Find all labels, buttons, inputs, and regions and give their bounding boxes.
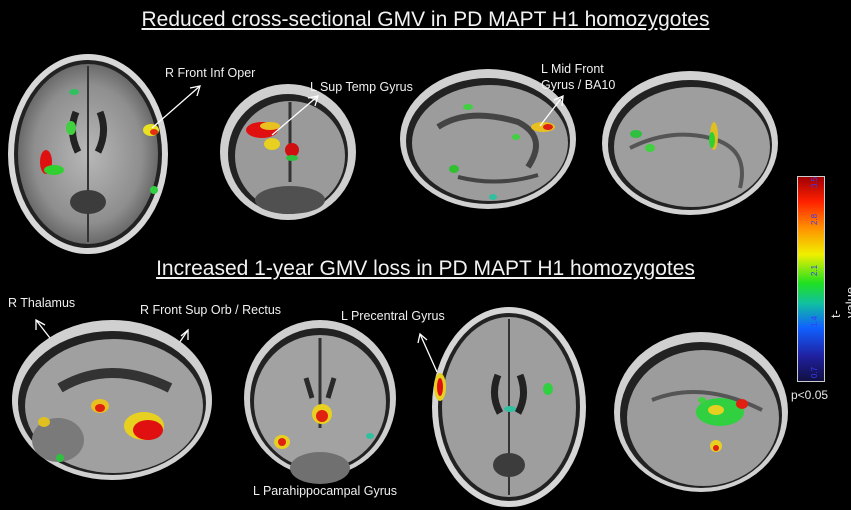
label-r-front-inf-oper: R Front Inf Oper: [165, 66, 256, 80]
brain-sagittal-bottom-1: [10, 318, 215, 483]
label-l-mid-front-line1: L Mid Front: [541, 62, 604, 76]
label-r-front-sup-orb: R Front Sup Orb / Rectus: [140, 303, 282, 317]
brain-axial-top: [6, 52, 171, 257]
colorbar-tick-1-4: 1.4: [810, 315, 819, 327]
label-l-parahippocampal-gyrus: L Parahippocampal Gyrus: [253, 484, 398, 498]
colorbar-tick-2-1: 2.1: [810, 264, 819, 276]
colorbar-tick-3-5: 3.5: [810, 176, 819, 188]
brain-coronal-top: [218, 82, 358, 222]
colorbar-title: t-value: [828, 286, 851, 318]
brain-sagittal-top-1: [398, 67, 578, 212]
colorbar-tick-2-8: 2.8: [810, 213, 819, 225]
colorbar: [797, 176, 825, 382]
brain-coronal-bottom: [240, 318, 400, 493]
label-l-precentral-gyrus: L Precentral Gyrus: [341, 309, 445, 323]
brain-sagittal-bottom-2: [612, 330, 790, 500]
label-r-thalamus: R Thalamus: [8, 296, 76, 310]
p-value-label: p<0.05: [791, 388, 829, 402]
brain-sagittal-top-2: [600, 68, 780, 218]
bottom-title: Increased 1-year GMV loss in PD MAPT H1 …: [156, 257, 695, 280]
top-title: Reduced cross-sectional GMV in PD MAPT H…: [141, 8, 710, 31]
colorbar-tick-0-7: 0.7: [810, 366, 819, 378]
brain-axial-bottom: [430, 305, 588, 510]
label-l-mid-front-line2: Gyrus / BA10: [541, 78, 616, 92]
label-l-sup-temp-gyrus: L Sup Temp Gyrus: [310, 80, 413, 94]
